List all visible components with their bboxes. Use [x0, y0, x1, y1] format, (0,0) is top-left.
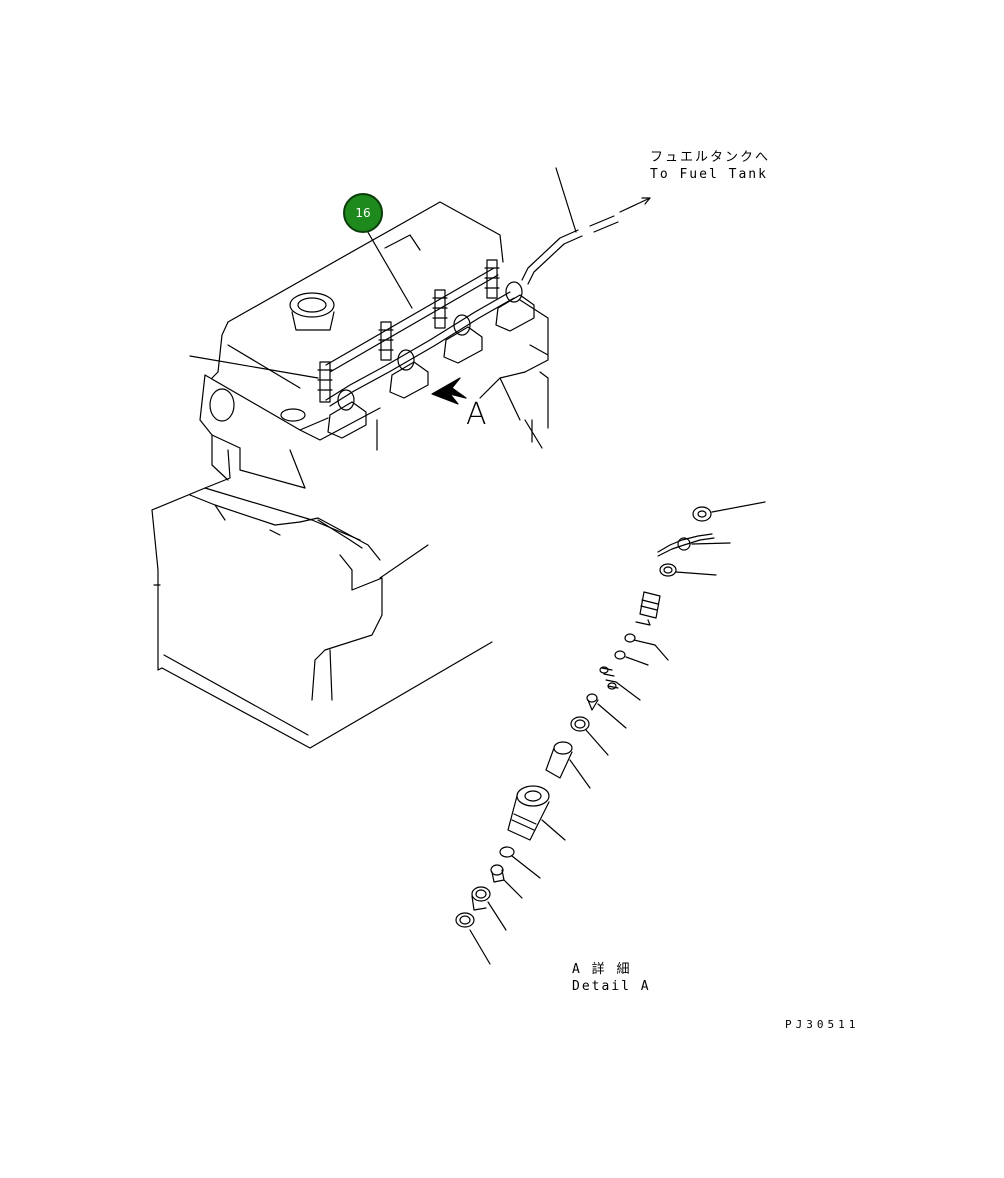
part-retaining-nut	[507, 785, 566, 841]
fuel-tank-label-jp: フュエルタンクへ	[650, 150, 771, 165]
part-gasket	[499, 846, 541, 879]
injector-3	[432, 289, 483, 364]
view-a-arrow	[431, 377, 467, 405]
detail-a-label-en: Detail A	[572, 979, 651, 994]
injector-4	[484, 259, 535, 332]
part-pin	[586, 693, 627, 729]
callout-16-button[interactable]: 16	[343, 193, 383, 233]
part-washer-top	[659, 563, 717, 577]
part-nozzle-body	[545, 741, 591, 789]
injector-1	[317, 361, 367, 439]
engine-block	[151, 449, 493, 749]
detail-a-parts	[455, 501, 766, 965]
tank-pipe	[521, 167, 651, 285]
part-spacer	[570, 716, 609, 756]
part-sleeve	[471, 886, 507, 931]
part-banjo-pipe	[657, 533, 731, 557]
part-small-washers	[614, 633, 669, 666]
view-a-label: A	[466, 397, 487, 432]
injector-2	[378, 321, 429, 399]
leader-lines-upper	[189, 221, 413, 379]
part-cap-nut	[692, 501, 766, 522]
drawing-code: PJ30511	[785, 1018, 860, 1031]
part-o-ring	[455, 912, 491, 965]
part-seat	[490, 864, 523, 899]
detail-a-label-jp: A 詳 細	[572, 962, 632, 977]
injector-row	[317, 259, 535, 439]
fuel-return-pipe	[325, 267, 515, 407]
fuel-tank-label-en: To Fuel Tank	[650, 167, 768, 182]
part-connector	[635, 591, 661, 626]
part-spring	[599, 666, 641, 701]
cylinder-head-cover	[199, 201, 549, 489]
